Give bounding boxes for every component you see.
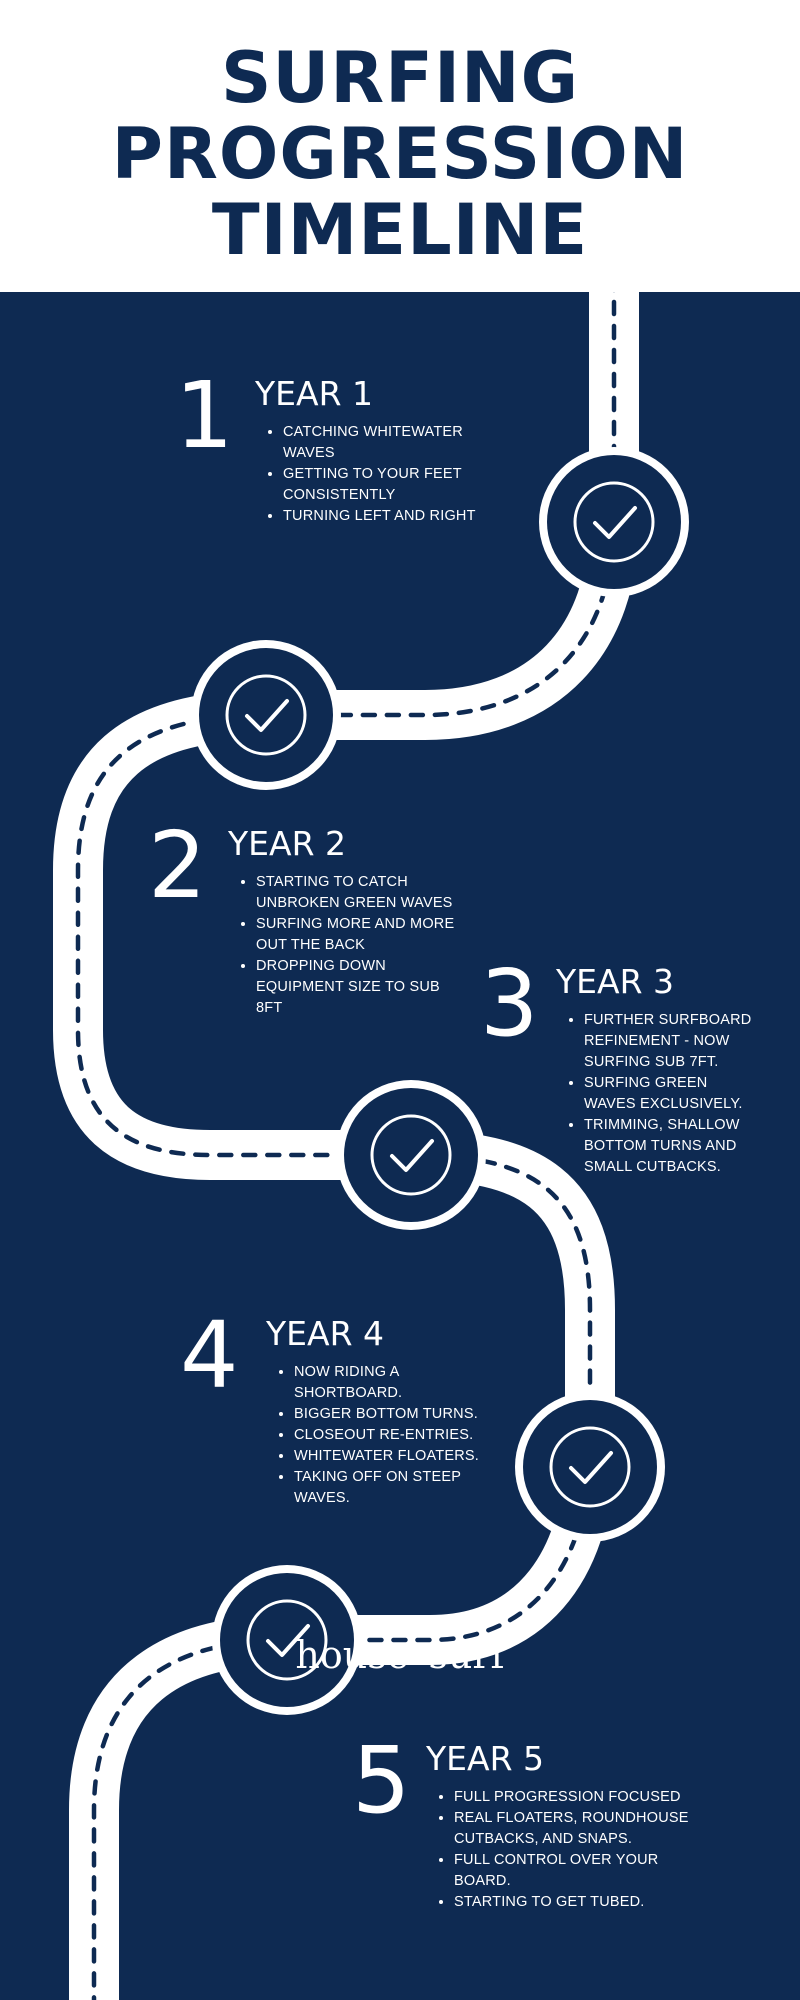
step-list: FURTHER SURFBOARD REFINEMENT - NOW SURFI… xyxy=(566,1010,754,1178)
list-item: DROPPING DOWN EQUIPMENT SIZE TO SUB 8FT xyxy=(256,956,466,1019)
check-circle-icon xyxy=(336,1080,486,1230)
step-number: 5 xyxy=(352,1727,411,1834)
header: SURFING PROGRESSION TIMELINE xyxy=(0,0,800,292)
timeline-road xyxy=(53,292,689,2000)
step-year: YEAR 2 xyxy=(228,824,346,863)
list-item: GETTING TO YOUR FEET CONSISTENTLY xyxy=(283,464,493,506)
step-year: YEAR 5 xyxy=(426,1739,544,1778)
step-list: STARTING TO CATCH UNBROKEN GREEN WAVESSU… xyxy=(238,872,466,1019)
step-number: 4 xyxy=(180,1302,239,1409)
check-circle-icon xyxy=(515,1392,665,1542)
list-item: FULL PROGRESSION FOCUSED xyxy=(454,1787,704,1808)
check-circle-icon xyxy=(191,640,341,790)
list-item: STARTING TO CATCH UNBROKEN GREEN WAVES xyxy=(256,872,466,914)
page-title: SURFING PROGRESSION TIMELINE xyxy=(0,40,800,268)
list-item: FURTHER SURFBOARD REFINEMENT - NOW SURFI… xyxy=(584,1010,754,1073)
list-item: TAKING OFF ON STEEP WAVES. xyxy=(294,1467,494,1509)
step-list: CATCHING WHITEWATER WAVESGETTING TO YOUR… xyxy=(265,422,493,527)
list-item: CATCHING WHITEWATER WAVES xyxy=(283,422,493,464)
check-circle-icon xyxy=(212,1565,362,1715)
check-circle-icon xyxy=(539,447,689,597)
list-item: WHITEWATER FLOATERS. xyxy=(294,1446,494,1467)
step-list: FULL PROGRESSION FOCUSEDREAL FLOATERS, R… xyxy=(436,1787,704,1913)
list-item: TRIMMING, SHALLOW BOTTOM TURNS AND SMALL… xyxy=(584,1115,754,1178)
title-line: PROGRESSION xyxy=(111,113,689,195)
step-number: 3 xyxy=(480,950,539,1057)
step-year: YEAR 4 xyxy=(266,1314,384,1353)
step-number: 1 xyxy=(175,362,234,469)
title-line: SURFING xyxy=(220,37,580,119)
step-year: YEAR 1 xyxy=(255,374,373,413)
list-item: NOW RIDING A SHORTBOARD. xyxy=(294,1362,494,1404)
list-item: SURFING MORE AND MORE OUT THE BACK xyxy=(256,914,466,956)
list-item: TURNING LEFT AND RIGHT xyxy=(283,506,493,527)
step-number: 2 xyxy=(148,812,207,919)
title-line: TIMELINE xyxy=(211,189,589,271)
timeline-panel xyxy=(0,292,800,2000)
list-item: BIGGER BOTTOM TURNS. xyxy=(294,1404,494,1425)
list-item: SURFING GREEN WAVES EXCLUSIVELY. xyxy=(584,1073,754,1115)
list-item: FULL CONTROL OVER YOUR BOARD. xyxy=(454,1850,704,1892)
step-year: YEAR 3 xyxy=(556,962,674,1001)
list-item: REAL FLOATERS, ROUNDHOUSE CUTBACKS, AND … xyxy=(454,1808,704,1850)
step-list: NOW RIDING A SHORTBOARD.BIGGER BOTTOM TU… xyxy=(276,1362,494,1509)
list-item: STARTING TO GET TUBED. xyxy=(454,1892,704,1913)
list-item: CLOSEOUT RE-ENTRIES. xyxy=(294,1425,494,1446)
